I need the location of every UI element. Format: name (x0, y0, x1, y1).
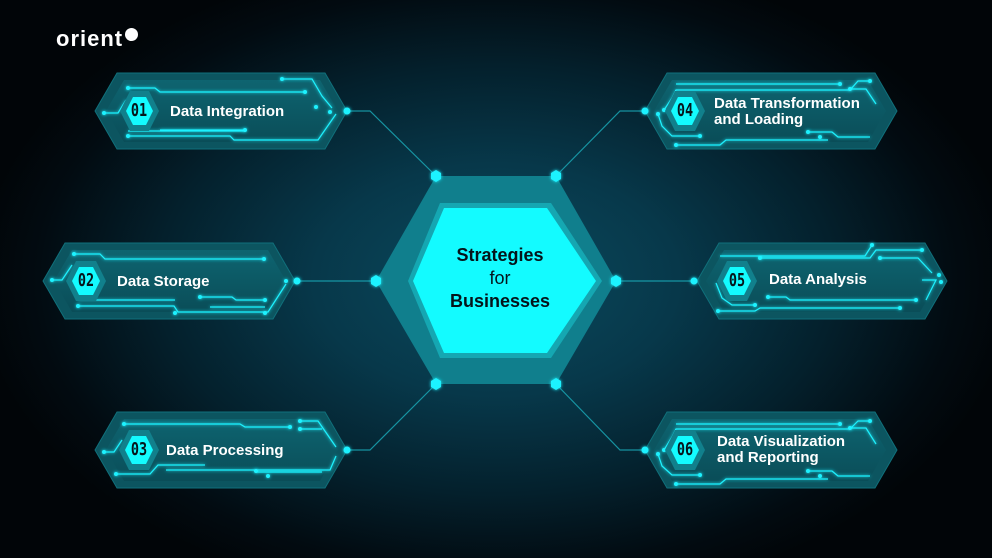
card-06-shape (641, 411, 898, 489)
badge-number-03: 03 (130, 439, 148, 460)
center-hexagon (413, 208, 596, 353)
card-title-01: Data Integration (170, 103, 285, 120)
card-title-03: Data Processing (166, 442, 284, 459)
card-title-05: Data Analysis (769, 271, 867, 288)
center-title-line2: for (489, 268, 511, 288)
logo-dot-icon (125, 27, 139, 41)
card-title-06-line1: Data Visualization (717, 433, 846, 450)
card-title-06-line2: and Reporting (717, 449, 819, 466)
card-02-shape (42, 242, 301, 320)
card-title-04: Data Transformation and Loading (714, 96, 860, 128)
card-03-shape (94, 411, 351, 489)
badge-number-02: 02 (77, 270, 95, 291)
badge-number-01: 01 (130, 100, 148, 121)
badge-number-04: 04 (676, 100, 694, 121)
card-title-02: Data Storage (117, 273, 210, 290)
card-title-04-line1: Data Transformation (714, 95, 860, 112)
card-04-shape (641, 72, 898, 150)
center-title: Strategies for Businesses (430, 244, 570, 313)
card-01-shape (94, 72, 351, 150)
connector-lines (297, 110, 694, 451)
connector-04 (555, 110, 645, 177)
card-title-04-line2: and Loading (714, 111, 804, 128)
center-title-line1: Strategies (456, 245, 544, 265)
center-node-dots (371, 170, 621, 390)
badge-number-05: 05 (728, 270, 746, 291)
connector-01 (347, 110, 437, 177)
brand-name: orient (56, 26, 124, 51)
connector-06 (555, 383, 645, 451)
badge-number-06: 06 (676, 439, 694, 460)
card-title-06: Data Visualization and Reporting (717, 434, 845, 466)
connector-03 (347, 383, 437, 451)
card-05-shape (690, 242, 948, 320)
center-title-line3: Businesses (449, 291, 551, 311)
brand-logo: orient (56, 26, 139, 52)
